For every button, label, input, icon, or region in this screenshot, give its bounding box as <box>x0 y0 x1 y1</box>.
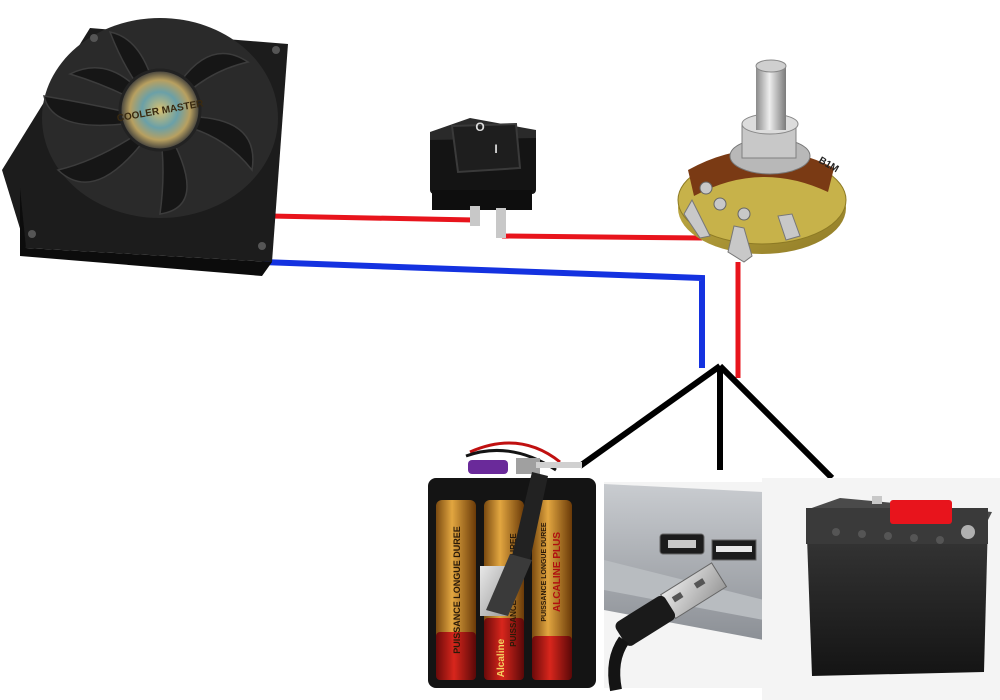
wires <box>261 213 835 481</box>
car-battery <box>762 478 1000 700</box>
fan-screw-hole <box>28 230 36 238</box>
fan-hub <box>118 68 202 152</box>
positive-terminal-cover <box>890 500 952 524</box>
potentiometer: B1M <box>677 59 847 263</box>
laptop-usb-port <box>604 482 764 692</box>
switch-rocker <box>450 122 522 174</box>
red-wire-switch-to-potentiometer <box>501 233 703 241</box>
black-branch-to-batteries <box>578 363 722 469</box>
potentiometer-terminal <box>777 213 801 241</box>
dc-barrel-plug <box>512 472 548 560</box>
battery-cell <box>532 500 572 680</box>
potentiometer-terminal <box>727 225 753 263</box>
black-branch-to-car-battery <box>717 363 835 481</box>
aa-battery-pack: PUISSANCE LONGUE DUREE Alcaline PUISSANC… <box>428 441 596 688</box>
switch-on-symbol: O <box>475 120 484 134</box>
battery-cell-text: PUISSANCE LONGUE DUREE <box>452 526 462 654</box>
battery-cell-text: PUISSANCE LONGUE DUREE <box>541 522 548 622</box>
usb-cable <box>608 636 630 692</box>
rocker-switch: O I <box>430 118 536 238</box>
toggle-switch <box>516 458 540 474</box>
fan-screw-hole <box>90 34 98 42</box>
battery-cell-brand: ALCALINE PLUS <box>552 532 563 612</box>
cooling-fan: COOLER MASTER <box>2 18 288 276</box>
potentiometer-terminal <box>683 198 711 239</box>
fan-screw-hole <box>258 242 266 250</box>
car-battery-cells <box>832 528 944 544</box>
switch-terminal <box>496 208 506 238</box>
switch-off-symbol: I <box>494 142 497 156</box>
fan-screw-hole <box>272 46 280 54</box>
switch-terminal <box>470 206 480 226</box>
usb-plug <box>615 562 728 646</box>
potentiometer-shaft <box>756 66 786 130</box>
blue-wire-fan-to-junction <box>261 259 705 368</box>
red-wire-fan-to-switch <box>269 213 475 223</box>
battery-cell-brand: Alcaline <box>496 638 507 677</box>
